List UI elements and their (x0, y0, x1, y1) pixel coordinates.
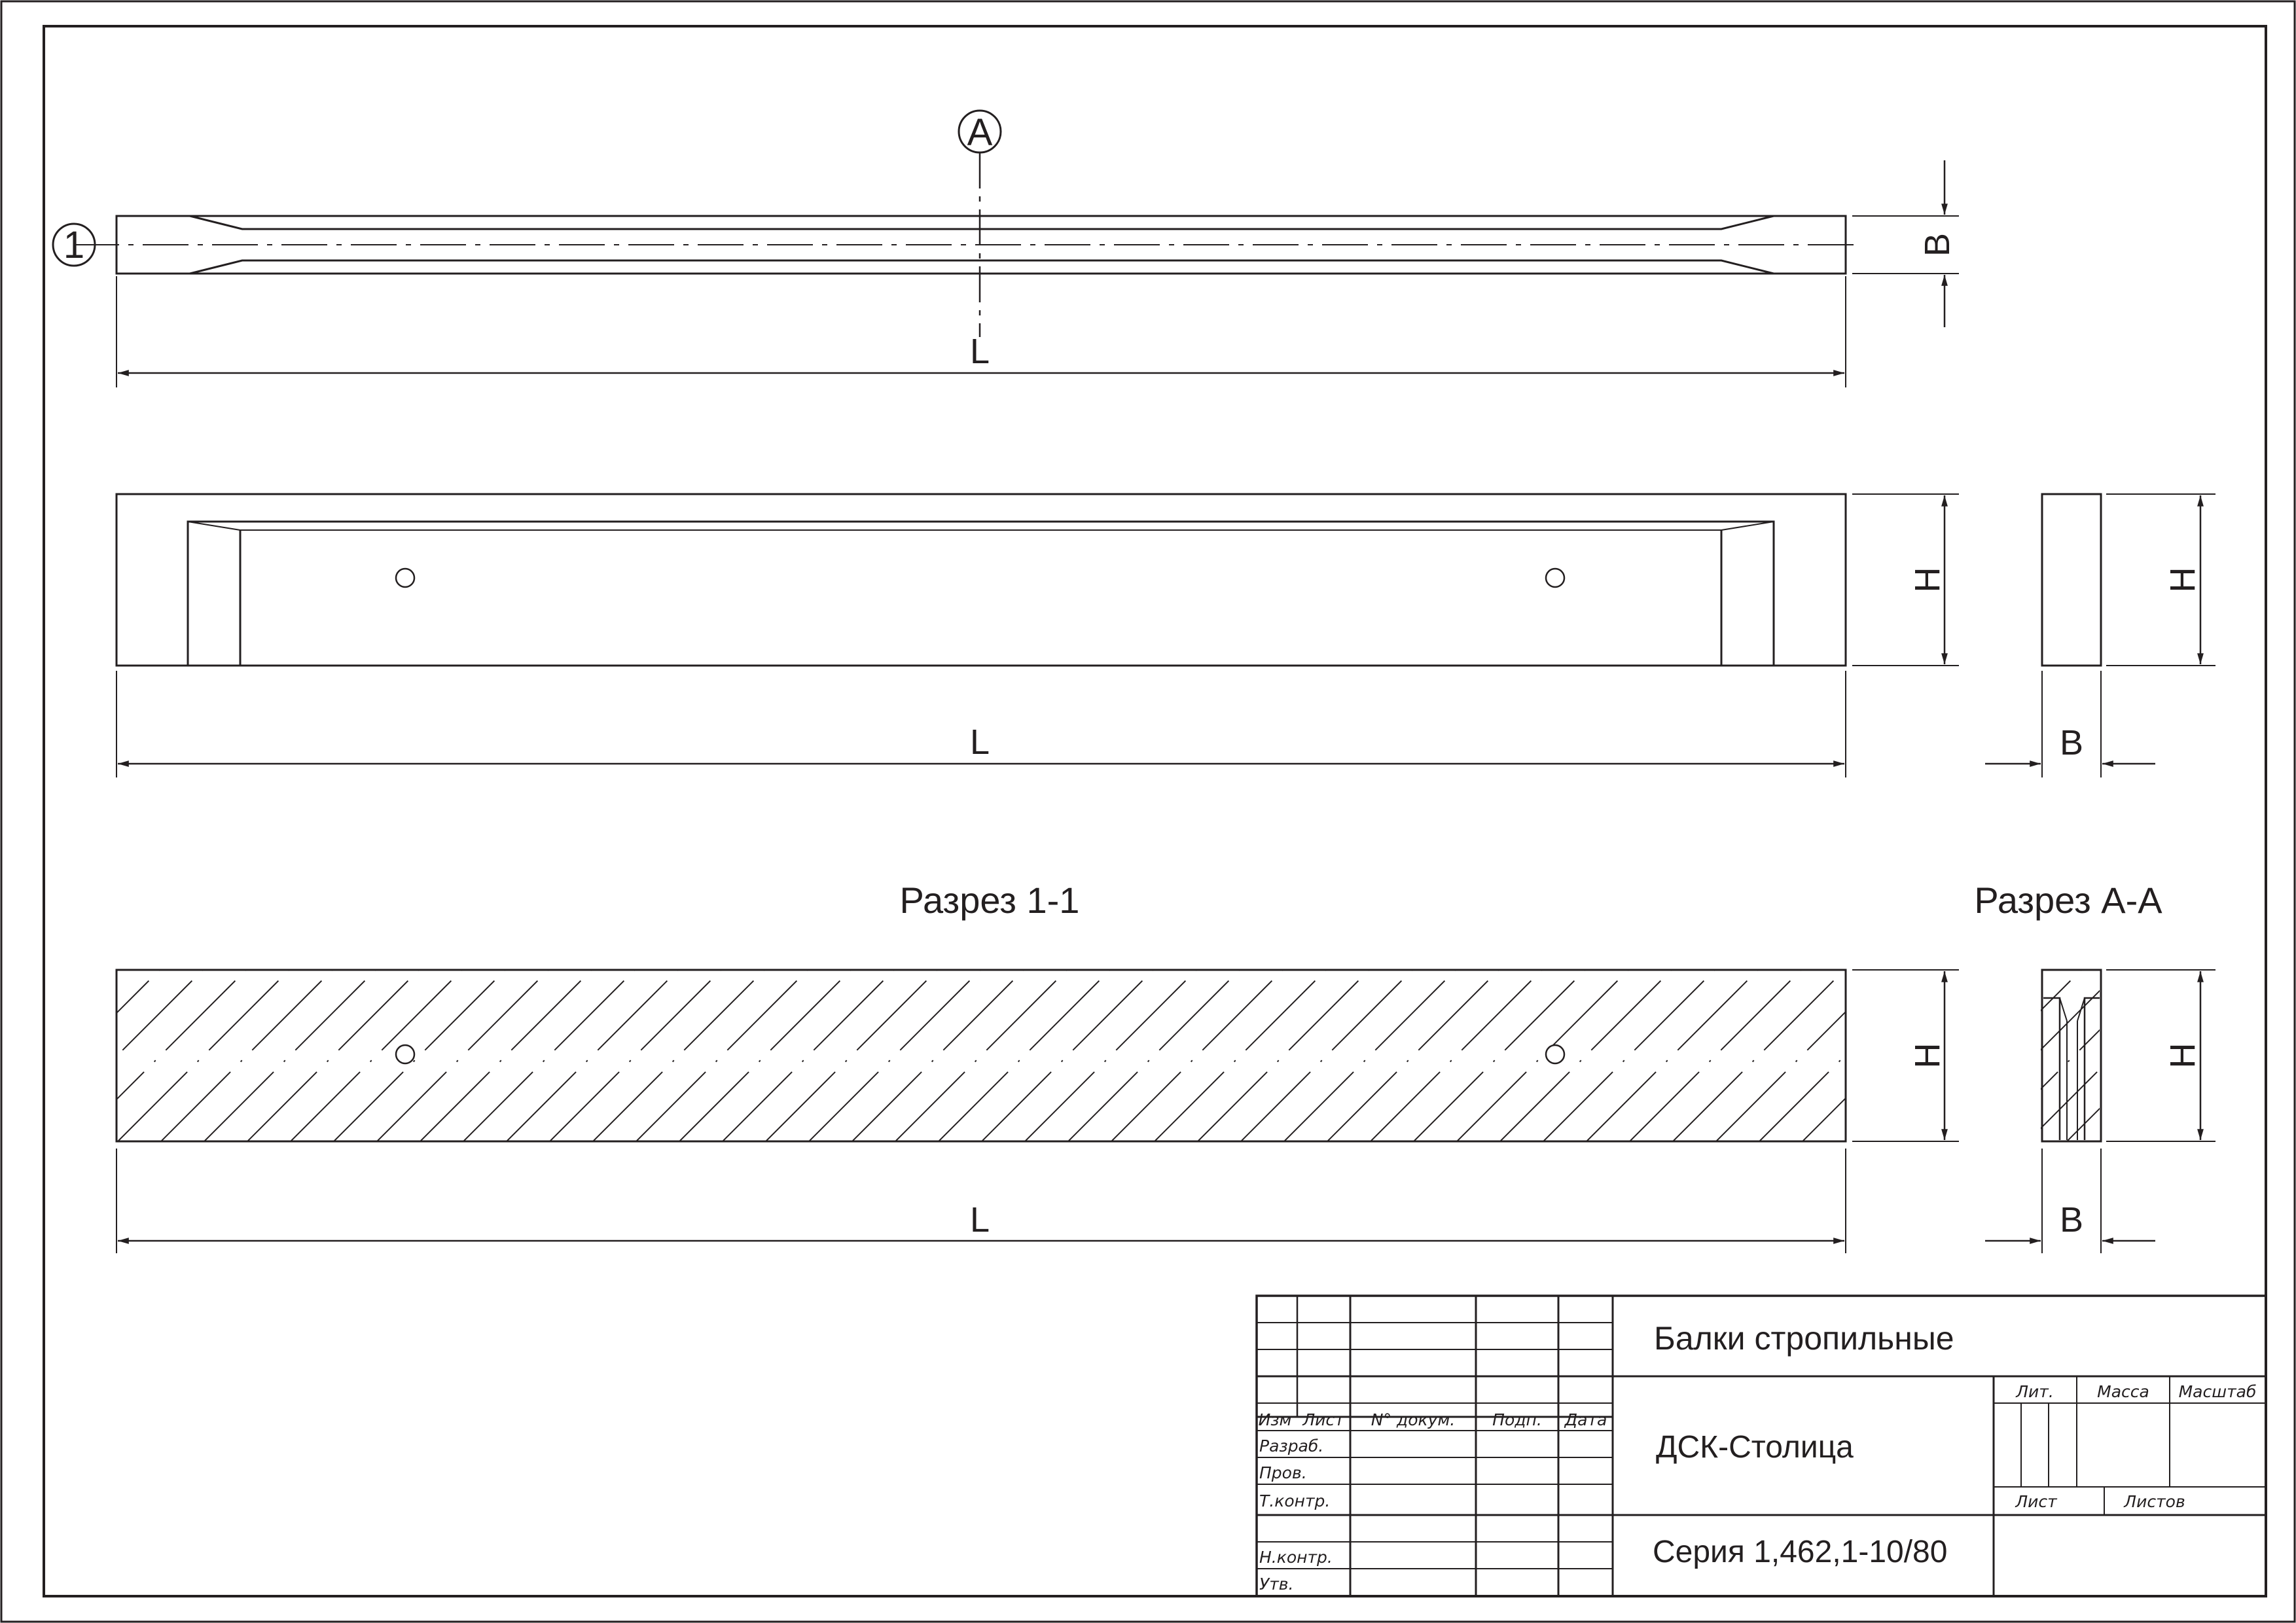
tb-meta-listov: Листов (2123, 1492, 2185, 1511)
plan-length-label: L (970, 332, 990, 371)
section-hole-left (395, 1044, 416, 1065)
lifting-hole-left (395, 567, 416, 588)
section-hole-right (1545, 1044, 1566, 1065)
hatch-line (160, 971, 333, 1141)
lifting-hole-right (1545, 567, 1566, 588)
tb-meta-lit: Лит. (2015, 1382, 2054, 1401)
drawing-frame (43, 25, 2267, 1597)
section-a-a-title: Разрез А-А (1974, 880, 2162, 921)
tb-meta-massa: Масса (2097, 1382, 2149, 1401)
title-block: Изм Лист N° докум. Подп. Дата Разраб. Пр… (1255, 1294, 2267, 1597)
section-a-marker (958, 109, 1002, 154)
hatch-line (463, 971, 636, 1141)
hatch-line (2041, 1068, 2100, 1130)
hatch-line (1024, 971, 1197, 1141)
hatch-line (117, 971, 290, 1141)
hatch-line (333, 971, 506, 1141)
section-aa-height-label: H (2163, 1043, 2202, 1069)
hatch-line (1240, 971, 1413, 1141)
hatch-line (808, 971, 981, 1141)
section-aa-width-label: B (2060, 1200, 2083, 1240)
hatch-line (895, 971, 1067, 1141)
hatch-line (765, 971, 938, 1141)
hatch-line (1715, 1010, 1846, 1141)
hatch-line (592, 971, 765, 1141)
hatch-line (549, 971, 722, 1141)
hatch-line (938, 971, 1111, 1141)
hatch-line (1111, 971, 1283, 1141)
hatch-line (2041, 1029, 2100, 1090)
tb-col-doc-no: N° докум. (1371, 1410, 1455, 1429)
hatch-line (1629, 971, 1802, 1141)
tb-meta-masshtab: Масштаб (2179, 1382, 2257, 1401)
hatch-line (2066, 1107, 2100, 1141)
hatch-line (1327, 971, 1499, 1141)
hatch-line (1586, 971, 1759, 1141)
hatch-line (1672, 971, 1845, 1141)
front-height-label: H (1908, 567, 1947, 593)
hatch-line (420, 971, 592, 1141)
hatch-line (117, 971, 204, 1058)
hatch-line (1456, 971, 1629, 1141)
tb-role-nkontr: Н.контр. (1259, 1548, 1333, 1567)
section-1-1-hatching (0, 970, 1846, 1141)
hatch-line (0, 970, 117, 1141)
tb-col-date: Дата (1564, 1410, 1607, 1429)
section-a-marker-label: A (967, 111, 993, 154)
tb-organization: ДСК-Столица (1656, 1430, 1854, 1465)
tb-col-list: Лист (1302, 1410, 1345, 1429)
hatch-line (1543, 971, 1715, 1141)
hatch-line (679, 971, 852, 1141)
hatch-line (247, 971, 420, 1141)
hatch-line (1413, 971, 1586, 1141)
tb-series: Серия 1,462,1-10/80 (1653, 1535, 1947, 1569)
hatch-line (1154, 971, 1327, 1141)
tb-col-izm: Изм (1259, 1410, 1292, 1429)
section-1-1-title: Разрез 1-1 (900, 880, 1080, 921)
hatch-line (722, 971, 895, 1141)
hatch-line (117, 971, 247, 1101)
section-a-a: B H (1985, 969, 2215, 1253)
tb-role-utv: Утв. (1259, 1575, 1293, 1594)
hatch-line (0, 970, 73, 1141)
side-view: B H (1985, 493, 2215, 777)
hatch-line (981, 971, 1154, 1141)
hatch-line (2041, 990, 2100, 1051)
tb-role-tkontr: Т.контр. (1259, 1491, 1330, 1510)
front-view: L H (115, 493, 1959, 777)
hatch-line (1802, 1097, 1846, 1141)
side-height-label: H (2163, 567, 2202, 593)
hatch-line (506, 971, 679, 1141)
hatch-line (2041, 971, 2043, 972)
tb-col-sign: Подп. (1492, 1410, 1542, 1429)
tb-role-prov: Пров. (1259, 1463, 1307, 1482)
tb-title: Балки стропильные (1654, 1320, 1954, 1357)
hatch-line (1197, 971, 1370, 1141)
section-length-label: L (970, 1200, 990, 1240)
hatch-line (1283, 971, 1456, 1141)
section-1-1: L H (0, 969, 1959, 1253)
hatch-line (1499, 971, 1672, 1141)
view-1-marker-label: 1 (63, 224, 84, 266)
view-1-marker (52, 223, 96, 267)
tb-role-razrab: Разраб. (1259, 1436, 1323, 1455)
hatch-line (1370, 971, 1543, 1141)
hatch-line (117, 971, 160, 1014)
plan-width-label: B (1918, 233, 1957, 257)
hatch-line (852, 971, 1024, 1141)
plan-view: A 1 L B (52, 109, 1959, 387)
section-height-label: H (1908, 1043, 1947, 1069)
hatch-line (290, 971, 463, 1141)
hatch-line (376, 971, 549, 1141)
hatch-line (1067, 971, 1240, 1141)
hatch-line (204, 971, 376, 1141)
tb-meta-list: Лист (2015, 1492, 2058, 1511)
section-a-a-hatching (2041, 971, 2100, 1141)
front-length-label: L (970, 722, 990, 762)
hatch-line (636, 971, 808, 1141)
side-width-label: B (2060, 723, 2083, 762)
hatch-line (1759, 1054, 1846, 1141)
